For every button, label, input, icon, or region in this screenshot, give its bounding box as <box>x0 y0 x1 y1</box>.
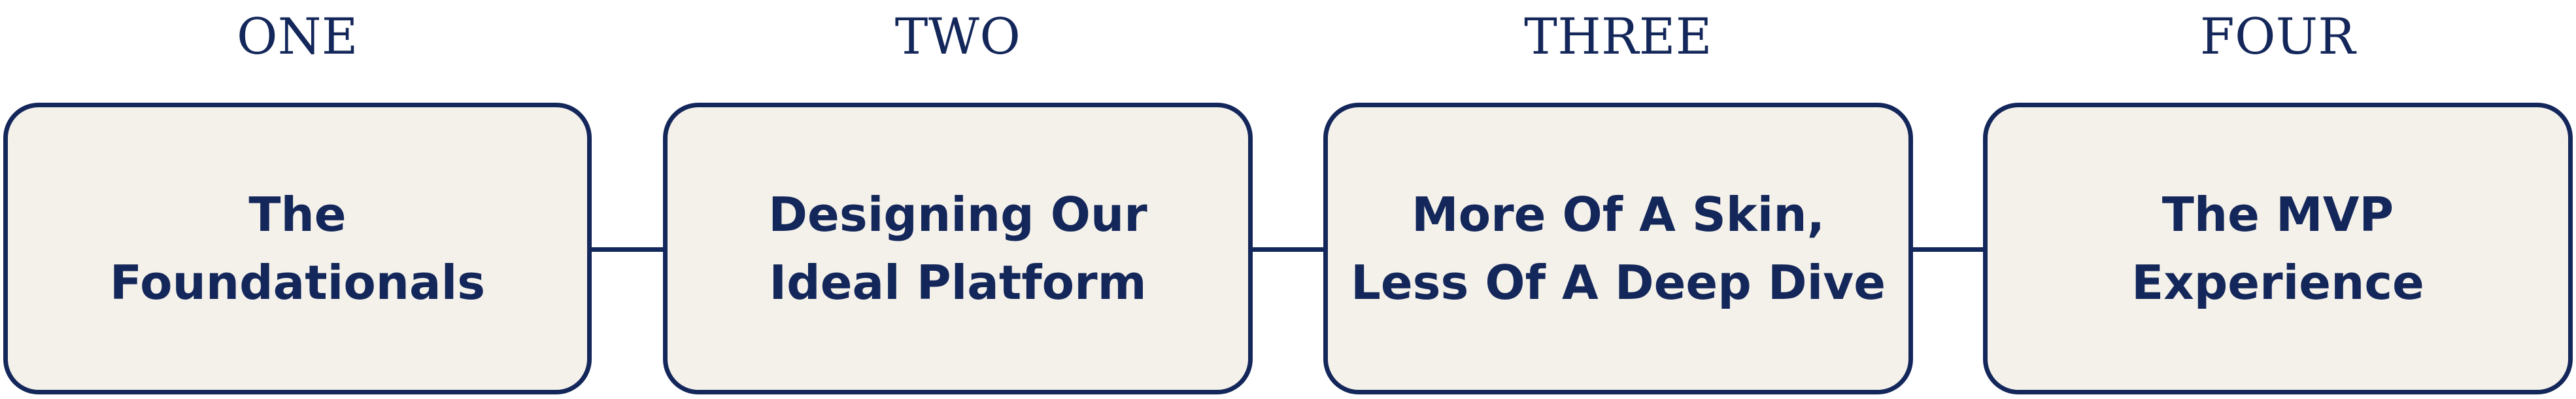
step-number-four: FOUR <box>2199 7 2356 65</box>
connector-one-two <box>592 247 663 252</box>
step-number-one: ONE <box>237 7 358 65</box>
step-title-one: The Foundationals <box>109 187 486 310</box>
connector-two-three <box>1253 247 1323 252</box>
step-number-two: TWO <box>894 7 1021 65</box>
step-title-two: Designing Our Ideal Platform <box>768 187 1147 310</box>
step-title-four: The MVP Experience <box>2131 187 2424 310</box>
connector-three-four <box>1913 247 1983 252</box>
step-card-three: More Of A Skin, Less Of A Deep Dive <box>1323 103 1913 394</box>
step-card-two: Designing Our Ideal Platform <box>663 103 1253 394</box>
step-card-four: The MVP Experience <box>1983 103 2573 394</box>
step-card-one: The Foundationals <box>3 103 592 394</box>
step-title-three: More Of A Skin, Less Of A Deep Dive <box>1350 187 1886 310</box>
step-number-three: THREE <box>1524 7 1712 65</box>
